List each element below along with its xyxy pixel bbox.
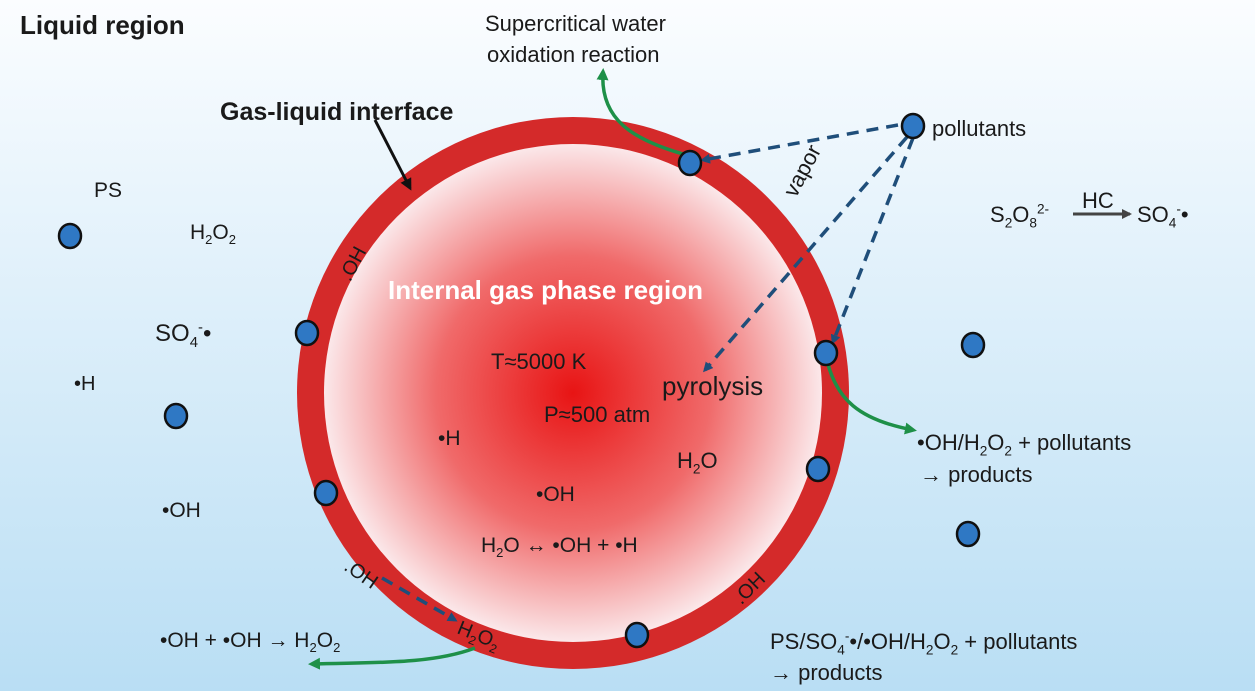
dashed-arrow-to-top-particle (700, 123, 899, 164)
sulfate-radical-product: SO4-• (1137, 201, 1189, 231)
pollutant-particle (313, 479, 339, 507)
temperature-label: T≈5000 K (491, 349, 587, 374)
pollutant-particle (294, 319, 320, 347)
internal-gas-phase-label: Internal gas phase region (388, 275, 703, 305)
pollutant-particle (677, 149, 703, 177)
h-radical-label: •H (74, 373, 96, 395)
persulfate-label: S2O82- (990, 201, 1050, 231)
pollutant-vapor-arrows (381, 123, 915, 622)
liquid-region-label: Liquid region (20, 10, 185, 40)
pollutant-particle (960, 331, 986, 359)
reaction-arrows (308, 68, 917, 670)
particles (57, 112, 986, 649)
pollutant-particle (955, 520, 981, 548)
pyrolysis-label: pyrolysis (662, 371, 764, 401)
oh-radical-label: •OH (162, 499, 201, 522)
interface-pointer-arrow (373, 119, 412, 191)
green-arrow-to-products (824, 355, 917, 435)
core-oh-radical: •OH (536, 483, 575, 506)
gas-liquid-interface-label: Gas-liquid interface (220, 98, 454, 126)
dashed-arrow-oh-to-h2o2 (381, 576, 458, 622)
scwo-label-line2: oxidation reaction (487, 42, 660, 67)
pollutant-particle (900, 112, 926, 140)
pollutant-particle (624, 621, 650, 649)
pollutant-particle (57, 222, 83, 250)
ps-label: PS (94, 179, 123, 202)
green-arrow-to-scwo (596, 68, 691, 158)
right-equation-line1: •OH/H2O2 + pollutants (917, 430, 1132, 459)
scwo-label-line1: Supercritical water (485, 11, 666, 36)
dashed-arrow-to-core (703, 135, 909, 373)
pollutants-label: pollutants (932, 116, 1027, 141)
hc-label: HC (1082, 188, 1114, 213)
oh-combine-equation: •OH + •OH → H2O2 (160, 629, 341, 656)
dashed-arrow-to-right-particle (830, 137, 915, 345)
pollutant-particle (813, 339, 839, 367)
pressure-label: P≈500 atm (544, 402, 651, 427)
so4-radical-label: SO4-• (155, 320, 212, 351)
water-split-equation: H2O ↔ •OH + •H (481, 534, 638, 561)
h2o2-label: H2O2 (190, 221, 237, 248)
right-equation-line2: → products (920, 462, 1033, 487)
pollutant-particle (163, 402, 189, 430)
green-arrow-to-oh-combine (308, 646, 476, 670)
bottom-equation-line1: PS/SO4-•/•OH/H2O2 + pollutants (770, 628, 1078, 658)
pollutant-particle (805, 455, 831, 483)
core-water: H2O (677, 448, 718, 477)
internal-gas-core (324, 144, 822, 642)
core-h-radical: •H (438, 427, 461, 450)
bottom-equation-line2: → products (770, 660, 883, 685)
